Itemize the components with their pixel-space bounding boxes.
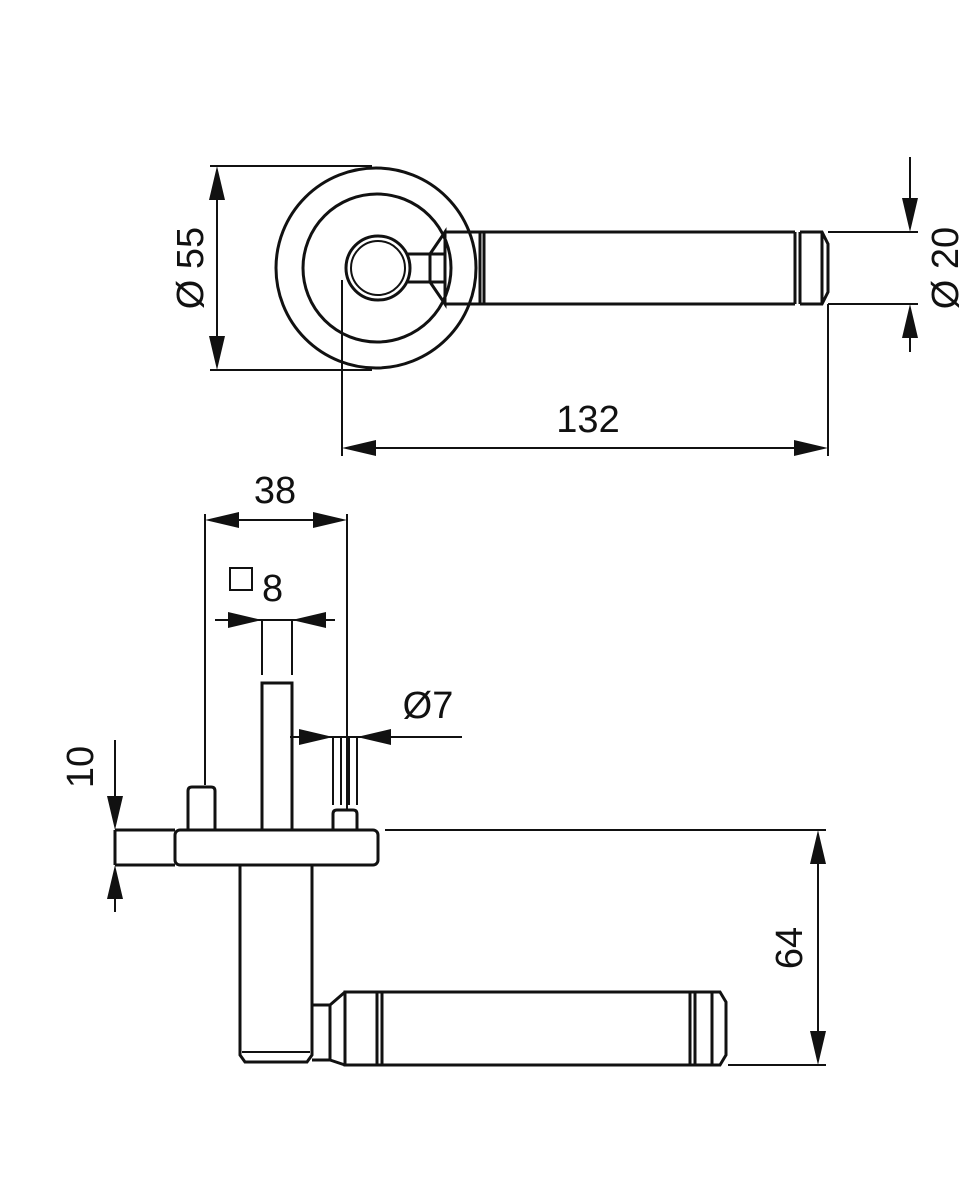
dim-arrows xyxy=(902,198,918,338)
dim-pin-lines xyxy=(290,736,462,805)
side-view: 38 8 Ø7 10 64 xyxy=(60,470,826,1067)
door-face xyxy=(113,828,175,867)
pin-diameter-label: Ø7 xyxy=(403,685,454,727)
fixing-pin-left xyxy=(186,785,217,830)
lever-neck xyxy=(408,252,445,284)
lever-end xyxy=(793,230,830,306)
rose-inner xyxy=(301,192,453,344)
dim-arrows xyxy=(228,612,326,628)
projection-label: 64 xyxy=(769,927,811,969)
square-symbol-icon xyxy=(229,567,253,591)
spindle-square-label: 8 xyxy=(262,568,283,610)
dim-arrows xyxy=(205,512,347,528)
fixing-pin-right xyxy=(331,808,359,830)
lever-connector xyxy=(312,990,346,1067)
rose-plate xyxy=(173,828,380,867)
lever-collar-taper xyxy=(428,227,447,309)
top-view: Ø 55 Ø 20 132 xyxy=(170,157,967,456)
lever-rings xyxy=(343,992,714,1065)
lever-length-label: 132 xyxy=(556,399,619,441)
spindle xyxy=(260,681,294,832)
dim-rose-diameter-lines xyxy=(210,165,372,371)
lever-diameter-label: Ø 20 xyxy=(925,227,967,309)
dim-projection-lines xyxy=(385,829,826,1066)
dim-lever-diameter-lines xyxy=(828,157,918,352)
rose-diameter-label: Ø 55 xyxy=(170,227,212,309)
spindle-hole-outer xyxy=(344,234,412,302)
dim-lever-length-lines xyxy=(341,280,829,456)
rose-outer xyxy=(274,166,478,370)
spindle-hole-inner xyxy=(350,240,406,296)
lever-neck-side xyxy=(238,865,314,1064)
dim-fixing-spacing-lines xyxy=(204,514,348,810)
lever-side xyxy=(343,990,728,1067)
rose-thickness-label: 10 xyxy=(60,746,102,788)
dim-spindle-lines xyxy=(215,619,335,675)
dim-arrows xyxy=(107,796,123,899)
lever-bar xyxy=(445,230,795,306)
dim-arrows xyxy=(299,729,391,745)
fixing-spacing-label: 38 xyxy=(254,470,296,512)
